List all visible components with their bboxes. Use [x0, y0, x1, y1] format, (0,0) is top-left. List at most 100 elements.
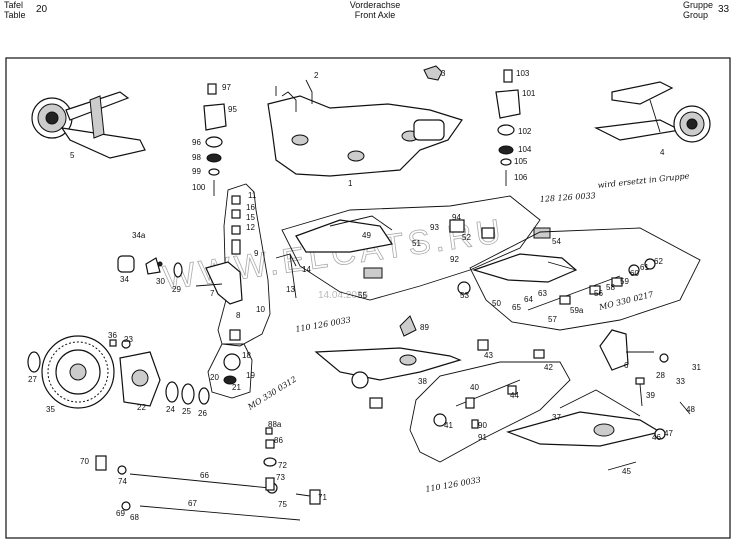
- tie-rod-end-40[interactable]: [433, 379, 521, 429]
- part-number-label: 16: [246, 203, 255, 212]
- part-number-label: 64: [524, 295, 533, 304]
- part-number-label: 74: [118, 477, 127, 486]
- watermark-date: 14.04.2026: [318, 290, 368, 301]
- part-number-label: 88a: [268, 420, 282, 429]
- part-number-label: 53: [460, 291, 469, 300]
- part-number-label: 55: [358, 291, 367, 300]
- part-number-label: 67: [188, 499, 197, 508]
- part-number-label: 34: [120, 275, 129, 284]
- part-number-label: 46: [652, 433, 661, 442]
- part-number-label: 59a: [570, 306, 584, 315]
- lower-arm-group-outline: [469, 227, 701, 331]
- title-en: Front Axle: [354, 10, 396, 20]
- part-number-label: 21: [232, 383, 241, 392]
- part-number-label: 26: [198, 409, 207, 418]
- part-number-label: 31: [692, 363, 701, 372]
- part-number-label: 18: [242, 351, 251, 360]
- part-number-label: 56: [594, 289, 603, 298]
- lower-joint-group-outline: [207, 343, 253, 399]
- part-number-label: 2: [314, 71, 319, 80]
- annotation-ref-3: MO 330 0217: [597, 290, 655, 313]
- parts-43-50[interactable]: [477, 339, 545, 359]
- part-number-label: 69: [116, 509, 125, 518]
- lower-arm-bolt-kit[interactable]: [527, 258, 656, 311]
- part-number-label: 70: [80, 457, 89, 466]
- part-number-label: 4: [660, 148, 665, 157]
- part-number-label: 73: [276, 473, 285, 482]
- part-number-label: 22: [137, 403, 146, 412]
- part-number-label: 99: [192, 167, 201, 176]
- page-title: Vorderachse Front Axle: [340, 0, 410, 20]
- part-number-label: 92: [450, 255, 459, 264]
- annotation-ref-4: MO 330 0312: [245, 375, 298, 413]
- part-number-label: 25: [182, 407, 191, 416]
- part-number-label: 30: [156, 277, 165, 286]
- part-number-label: 104: [518, 145, 532, 154]
- steering-knuckle[interactable]: [195, 195, 297, 305]
- part-2-bolt[interactable]: [305, 79, 313, 104]
- annotation-replaced: wird ersetzt in Gruppe: [597, 171, 690, 190]
- wheel-bearings-24-26[interactable]: [165, 381, 210, 405]
- part-number-label: 35: [46, 405, 55, 414]
- part-number-label: 62: [654, 257, 663, 266]
- parts-29-33[interactable]: [145, 257, 183, 278]
- front-axle-crossmember[interactable]: [267, 86, 463, 177]
- part-number-label: 10: [256, 305, 265, 314]
- part-number-label: 54: [552, 237, 561, 246]
- part-number-label: 3: [441, 69, 446, 78]
- part-number-label: 45: [622, 467, 631, 476]
- brake-drum-35[interactable]: [41, 335, 115, 409]
- table-label-de: Tafel: [4, 0, 24, 10]
- part-number-label: 96: [192, 138, 201, 147]
- parts-39-48[interactable]: [635, 377, 691, 440]
- part-number-label: 75: [278, 500, 287, 509]
- part-number-label: 6: [624, 361, 629, 370]
- part-number-label: 89: [420, 323, 429, 332]
- wheel-hub-22[interactable]: [119, 351, 161, 407]
- part-number-label: 11: [248, 191, 257, 200]
- right-control-arm-assembly[interactable]: [593, 81, 711, 143]
- part-3-rubber-mount[interactable]: [423, 65, 443, 81]
- bushing-42[interactable]: [369, 397, 383, 409]
- right-mount-stack[interactable]: [495, 69, 521, 186]
- part-number-label: 42: [544, 363, 553, 372]
- part-number-label: 41: [444, 421, 453, 430]
- part-number-label: 93: [430, 223, 439, 232]
- parts-72-88a[interactable]: [263, 427, 277, 467]
- lower-ball-joint[interactable]: [223, 329, 241, 385]
- part-89-pad[interactable]: [399, 315, 417, 337]
- part-number-label: 44: [510, 391, 519, 400]
- lower-control-arm-right[interactable]: [472, 253, 578, 283]
- part-number-label: 50: [492, 299, 501, 308]
- lower-wishbone-37[interactable]: [506, 389, 662, 447]
- annotation-ref-5: 110 126 0033: [425, 475, 482, 494]
- title-de: Vorderachse: [349, 0, 401, 10]
- tie-rod-67[interactable]: [121, 501, 301, 521]
- left-mount-stack[interactable]: [203, 83, 227, 196]
- steering-arm-6[interactable]: [599, 329, 669, 371]
- upper-arm-bushings[interactable]: [363, 219, 551, 295]
- hub-cap-34[interactable]: [117, 255, 135, 273]
- parts-36-23[interactable]: [109, 339, 131, 349]
- part-number-label: 37: [552, 413, 561, 422]
- part-number-label: 71: [318, 493, 327, 502]
- left-wheel-hub-assembly[interactable]: [31, 91, 146, 159]
- part-number-label: 1: [348, 179, 353, 188]
- upper-control-arm[interactable]: [295, 215, 394, 253]
- part-number-label: 36: [108, 331, 117, 340]
- part-number-label: 5: [70, 151, 75, 160]
- part-number-label: 43: [484, 351, 493, 360]
- part-number-label: 57: [548, 315, 557, 324]
- drag-link-66[interactable]: [95, 455, 278, 494]
- annotation-ref-1: 128 126 0033: [540, 191, 596, 204]
- part-number-label: 86: [274, 436, 283, 445]
- part-number-label: 47: [664, 429, 673, 438]
- lower-wishbone-38[interactable]: [314, 347, 462, 389]
- part-27-cap[interactable]: [27, 351, 41, 373]
- bolt-45[interactable]: [607, 461, 637, 471]
- part-number-label: 98: [192, 153, 201, 162]
- part-number-label: 29: [172, 285, 181, 294]
- tie-rod-end-71[interactable]: [295, 489, 321, 505]
- part-number-label: 61: [640, 263, 649, 272]
